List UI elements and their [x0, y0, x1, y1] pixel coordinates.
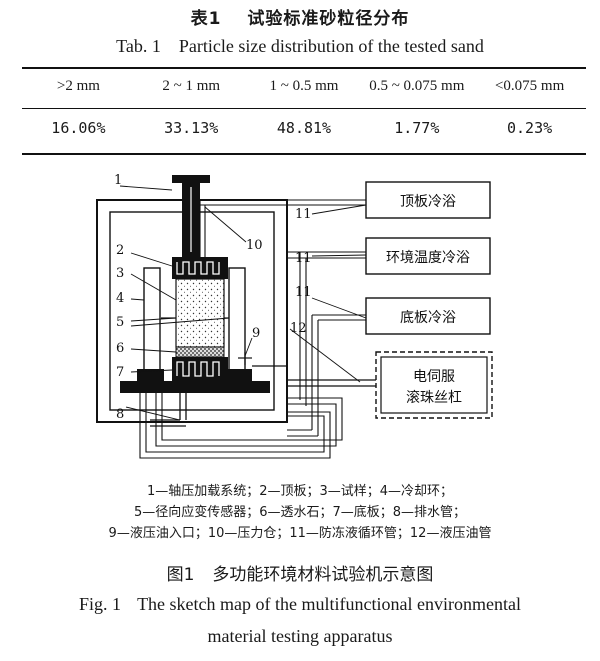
servo-label-line2: 滚珠丝杠 — [406, 389, 462, 406]
bottom-plate-bath-box: 底板冷浴 — [365, 297, 491, 335]
table-header-cell: 1 ~ 0.5 mm — [269, 78, 339, 94]
table-top-rule — [22, 67, 586, 69]
figure-legend-line: 5—径向应变传感器；6—透水石；7—底板；8—排水管； — [133, 505, 467, 520]
table-cell: 0.23% — [507, 119, 553, 137]
figure-title-cn: 多功能环境材料试验机示意图 — [212, 565, 434, 585]
figure-number-en: Fig. 1 — [79, 594, 122, 614]
table-header-cell: <0.075 mm — [494, 78, 565, 94]
base-platform — [120, 369, 270, 393]
part-number: 10 — [246, 238, 263, 253]
table-title-cn: 表1 试验标准砂粒径分布 — [0, 4, 600, 29]
antifreeze-circulation-pipes — [139, 199, 366, 459]
table-cell: 48.81% — [276, 119, 332, 137]
part-number: 9 — [252, 326, 260, 341]
axial-load-piston — [172, 175, 210, 257]
table-number-cn: 表1 — [190, 9, 222, 29]
table-cell: 16.06% — [51, 119, 106, 137]
part-numbers: 1 2 3 4 5 6 7 8 9 10 11 11 11 12 — [114, 173, 312, 422]
table-caption-cn: 试验标准砂粒径分布 — [247, 9, 410, 29]
part-number: 11 — [295, 207, 312, 222]
top-plate-bath-box: 顶板冷浴 — [365, 181, 491, 219]
sand-specimen — [175, 278, 225, 348]
figure-caption-cn: 图1 多功能环境材料试验机示意图 — [0, 560, 600, 585]
figure-legend-line: 9—液压油入口；10—压力仓；11—防冻液循环管；12—液压油管 — [108, 526, 492, 541]
servo-label-line1: 电伺服 — [413, 369, 455, 385]
table-row: 16.06% 33.13% 48.81% 1.77% 0.23% — [22, 119, 586, 145]
hydraulic-oil-inlet — [238, 352, 252, 365]
part-number: 7 — [116, 365, 124, 380]
top-plate-bath-label: 顶板冷浴 — [400, 194, 456, 210]
table-header-cell: >2 mm — [56, 78, 100, 94]
table-header-row: >2 mm 2 ~ 1 mm 1 ~ 0.5 mm 0.5 ~ 0.075 mm… — [22, 78, 586, 102]
part-number: 2 — [116, 243, 124, 258]
table-header-cell: 2 ~ 1 mm — [162, 78, 221, 94]
part-number: 4 — [116, 291, 124, 306]
env-temp-bath-label: 环境温度冷浴 — [386, 250, 470, 266]
table-caption-en: Particle size distribution of the tested… — [178, 36, 484, 56]
table-mid-rule — [22, 108, 586, 109]
part-number: 6 — [116, 341, 124, 356]
figure-title-en-line1: The sketch map of the multifunctional en… — [137, 594, 521, 614]
table-bottom-rule — [22, 153, 586, 155]
bottom-plate — [172, 357, 228, 381]
part-number: 5 — [116, 315, 124, 330]
part-number: 11 — [295, 251, 312, 266]
hydraulic-oil-pipe — [252, 365, 376, 387]
table-header-cell: 0.5 ~ 0.075 mm — [369, 78, 465, 94]
table-cell: 33.13% — [164, 119, 219, 137]
top-plate — [172, 257, 228, 279]
servo-ballscrew-box: 电伺服 滚珠丝杠 — [375, 351, 493, 419]
leader-lines — [119, 185, 367, 421]
part-number: 11 — [295, 285, 312, 300]
figure-number-cn: 图1 — [166, 565, 195, 585]
table-title-en: Tab. 1 Particle size distribution of the … — [0, 36, 600, 57]
table-number-en: Tab. 1 — [116, 36, 161, 56]
part-number: 8 — [116, 407, 124, 422]
part-number: 1 — [114, 173, 122, 188]
figure-title-en-line2: material testing apparatus — [207, 626, 393, 646]
bottom-plate-bath-label: 底板冷浴 — [400, 310, 456, 326]
figure-caption-en: Fig. 1 The sketch map of the multifunctio… — [0, 594, 600, 615]
part-number: 3 — [116, 266, 124, 281]
part-number: 12 — [290, 321, 307, 336]
env-temp-bath-box: 环境温度冷浴 — [365, 237, 491, 275]
porous-stone — [175, 346, 225, 358]
table-cell: 1.77% — [394, 119, 440, 137]
figure-legend-line: 1—轴压加载系统；2—顶板；3—试样；4—冷却环； — [146, 484, 454, 499]
